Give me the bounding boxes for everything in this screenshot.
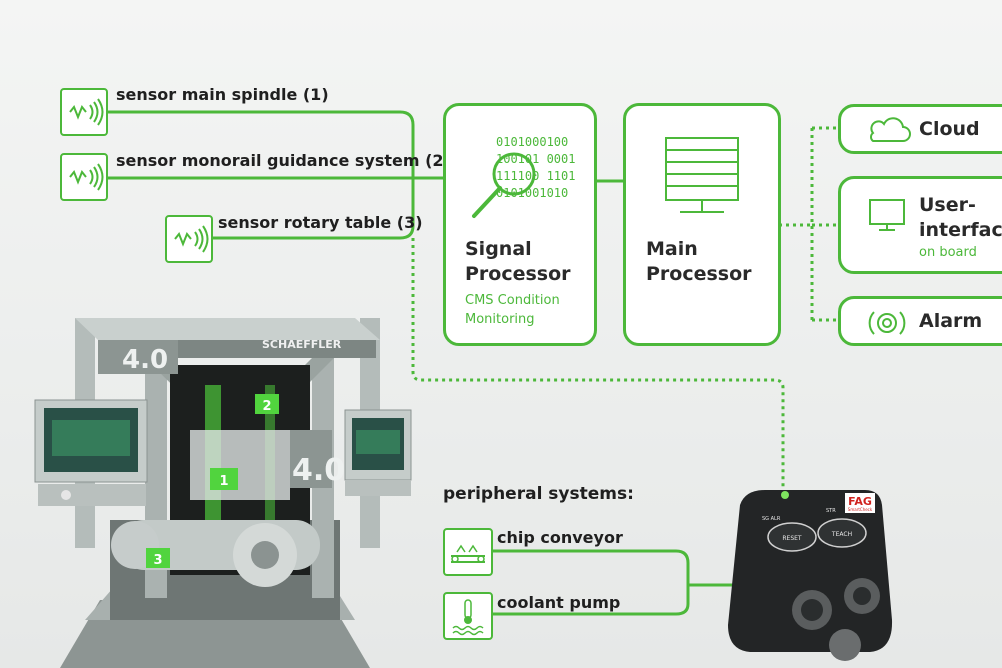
binary-line: 111100 1101 bbox=[496, 169, 576, 183]
binary-line: 0101001010 bbox=[496, 186, 569, 200]
magnifier-icon bbox=[472, 152, 536, 218]
device-teach-label: TEACH bbox=[831, 531, 852, 538]
smartcheck-device bbox=[728, 490, 893, 661]
alarm-label: Alarm bbox=[919, 310, 983, 332]
signal-processor-title-line2: Processor bbox=[465, 263, 571, 285]
user-interface-box: User- interface on board bbox=[838, 176, 1002, 274]
vibration-sensor-icon bbox=[69, 163, 104, 191]
sensor-icon-monorail bbox=[60, 153, 108, 201]
coolant-pump-label: coolant pump bbox=[497, 593, 621, 612]
main-processor-title-line1: Main bbox=[646, 238, 698, 260]
chip-conveyor-icon bbox=[443, 528, 493, 576]
user-interface-line1: User- bbox=[919, 194, 976, 216]
signal-processor-sub-line1: CMS Condition bbox=[465, 293, 560, 308]
peripheral-heading: peripheral systems: bbox=[443, 484, 634, 504]
sensor-icon-rotary-table bbox=[165, 215, 213, 263]
conveyor-icon bbox=[451, 544, 485, 563]
thermometer-water-icon bbox=[452, 599, 484, 636]
server-icon bbox=[665, 137, 739, 213]
machine-brand: SCHAEFFLER bbox=[262, 338, 342, 351]
marker-2: 2 bbox=[262, 399, 271, 414]
marker-1: 1 bbox=[219, 474, 228, 489]
device-side-left: SG ALR bbox=[762, 516, 781, 522]
chip-conveyor-label: chip conveyor bbox=[497, 528, 623, 547]
vibration-sensor-icon bbox=[174, 225, 209, 253]
signal-processor-title-line1: Signal bbox=[465, 238, 532, 260]
machine-badge-left: 4.0 bbox=[122, 345, 168, 375]
cloud-label: Cloud bbox=[919, 118, 980, 140]
user-interface-text: User- interface on board bbox=[919, 193, 1002, 262]
coolant-pump-icon bbox=[443, 592, 493, 640]
sensor-label-main-spindle: sensor main spindle (1) bbox=[116, 85, 329, 104]
sensor-icon-main-spindle bbox=[60, 88, 108, 136]
signal-processor-box: 0101000100 100101 0001 111100 1101 01010… bbox=[443, 103, 597, 346]
machine-badge-right: 4.0 bbox=[292, 453, 345, 488]
alarm-icon bbox=[868, 311, 906, 335]
machine-illustration bbox=[34, 318, 412, 668]
signal-processor-sub-line2: Monitoring bbox=[465, 312, 535, 327]
vibration-sensor-icon bbox=[69, 98, 104, 126]
device-brand: FAG bbox=[848, 495, 872, 508]
peripheral-connector bbox=[493, 549, 735, 616]
binary-line: 0101000100 bbox=[496, 135, 569, 149]
signal-processor-title: Signal Processor CMS Condition Monitorin… bbox=[465, 237, 571, 329]
user-interface-sub: on board bbox=[919, 245, 977, 260]
sensor-label-monorail: sensor monorail guidance system (2) bbox=[116, 151, 451, 170]
device-side-right: STR bbox=[826, 508, 836, 514]
device-brand-sub: SmartCheck bbox=[848, 507, 873, 512]
user-interface-line2: interface bbox=[919, 219, 1002, 241]
main-processor-box: Main Processor bbox=[623, 103, 781, 346]
alarm-box: Alarm bbox=[838, 296, 1002, 346]
binary-readout: 0101000100 100101 0001 111100 1101 01010… bbox=[496, 134, 575, 202]
cloud-icon bbox=[870, 117, 911, 142]
main-processor-title: Main Processor bbox=[646, 237, 752, 287]
marker-3: 3 bbox=[153, 553, 162, 568]
main-processor-title-line2: Processor bbox=[646, 263, 752, 285]
monitor-icon bbox=[869, 199, 905, 231]
cloud-box: Cloud bbox=[838, 104, 1002, 154]
device-reset-label: RESET bbox=[782, 535, 802, 542]
sensor-label-rotary-table: sensor rotary table (3) bbox=[218, 213, 423, 232]
